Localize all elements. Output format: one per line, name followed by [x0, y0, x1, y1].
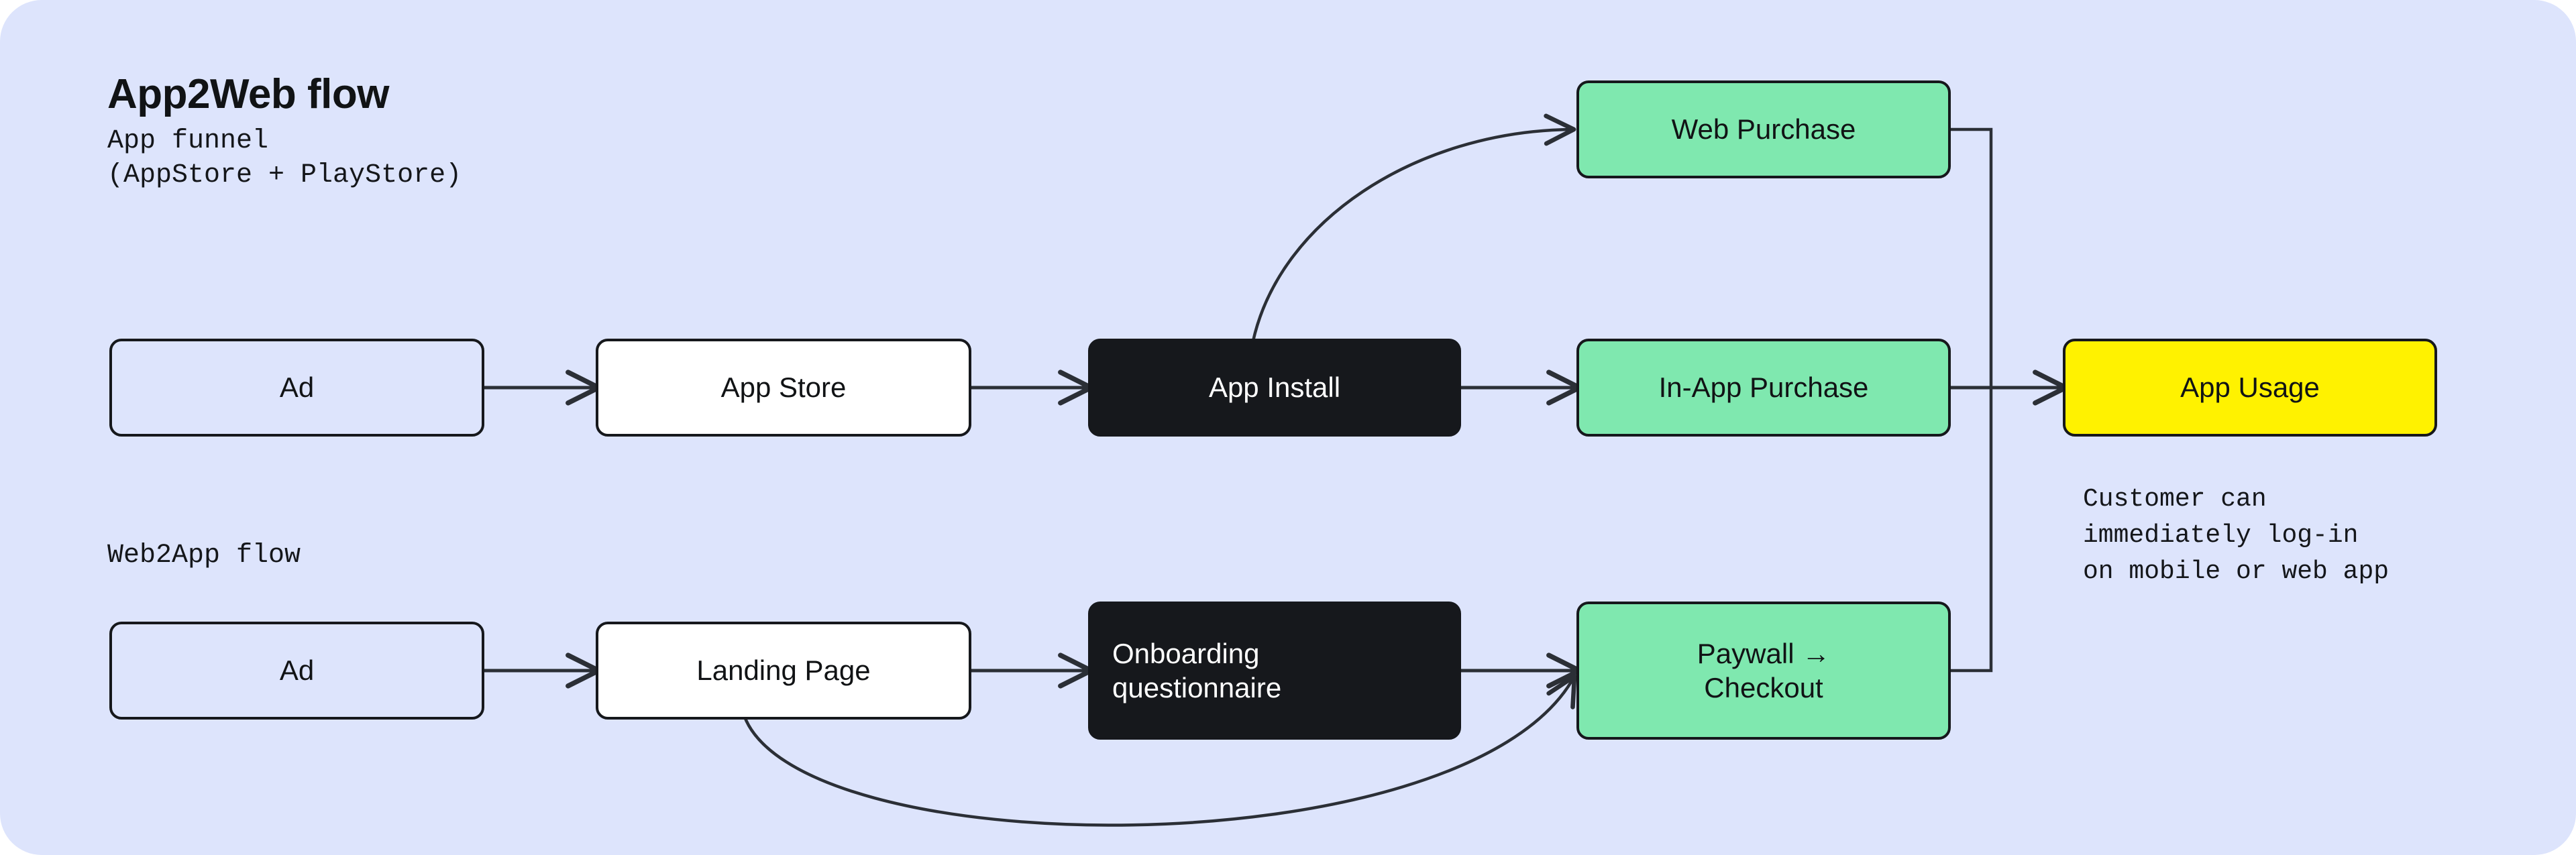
- node-app-store[interactable]: App Store: [596, 339, 971, 437]
- page-title: App2Web flow: [107, 71, 389, 117]
- node-landing-page[interactable]: Landing Page: [596, 622, 971, 720]
- node-label: Ad: [279, 372, 315, 404]
- node-in-app-purchase[interactable]: In-App Purchase: [1576, 339, 1951, 437]
- label-web2app-flow: Web2App flow: [107, 540, 301, 571]
- node-app-usage[interactable]: App Usage: [2063, 339, 2437, 437]
- node-label: In-App Purchase: [1658, 372, 1869, 404]
- node-label: Ad: [279, 654, 315, 687]
- node-paywall-checkout[interactable]: Paywall → Checkout: [1576, 602, 1951, 740]
- node-ad-bottom[interactable]: Ad: [109, 622, 484, 720]
- node-label: App Install: [1208, 372, 1341, 404]
- node-label: Web Purchase: [1671, 113, 1856, 146]
- node-label: Onboarding questionnaire: [1112, 637, 1282, 703]
- node-label: Landing Page: [696, 654, 871, 687]
- node-ad-top[interactable]: Ad: [109, 339, 484, 437]
- node-web-purchase[interactable]: Web Purchase: [1576, 80, 1951, 178]
- node-onboarding-questionnaire[interactable]: Onboarding questionnaire: [1088, 602, 1461, 740]
- label-app-funnel: App funnel (AppStore + PlayStore): [107, 126, 462, 191]
- node-app-install[interactable]: App Install: [1088, 339, 1461, 437]
- label-customer-note: Customer can immediately log-in on mobil…: [2083, 485, 2390, 586]
- node-label: App Store: [720, 372, 847, 404]
- node-label: Paywall → Checkout: [1697, 637, 1831, 703]
- node-label: App Usage: [2180, 372, 2320, 404]
